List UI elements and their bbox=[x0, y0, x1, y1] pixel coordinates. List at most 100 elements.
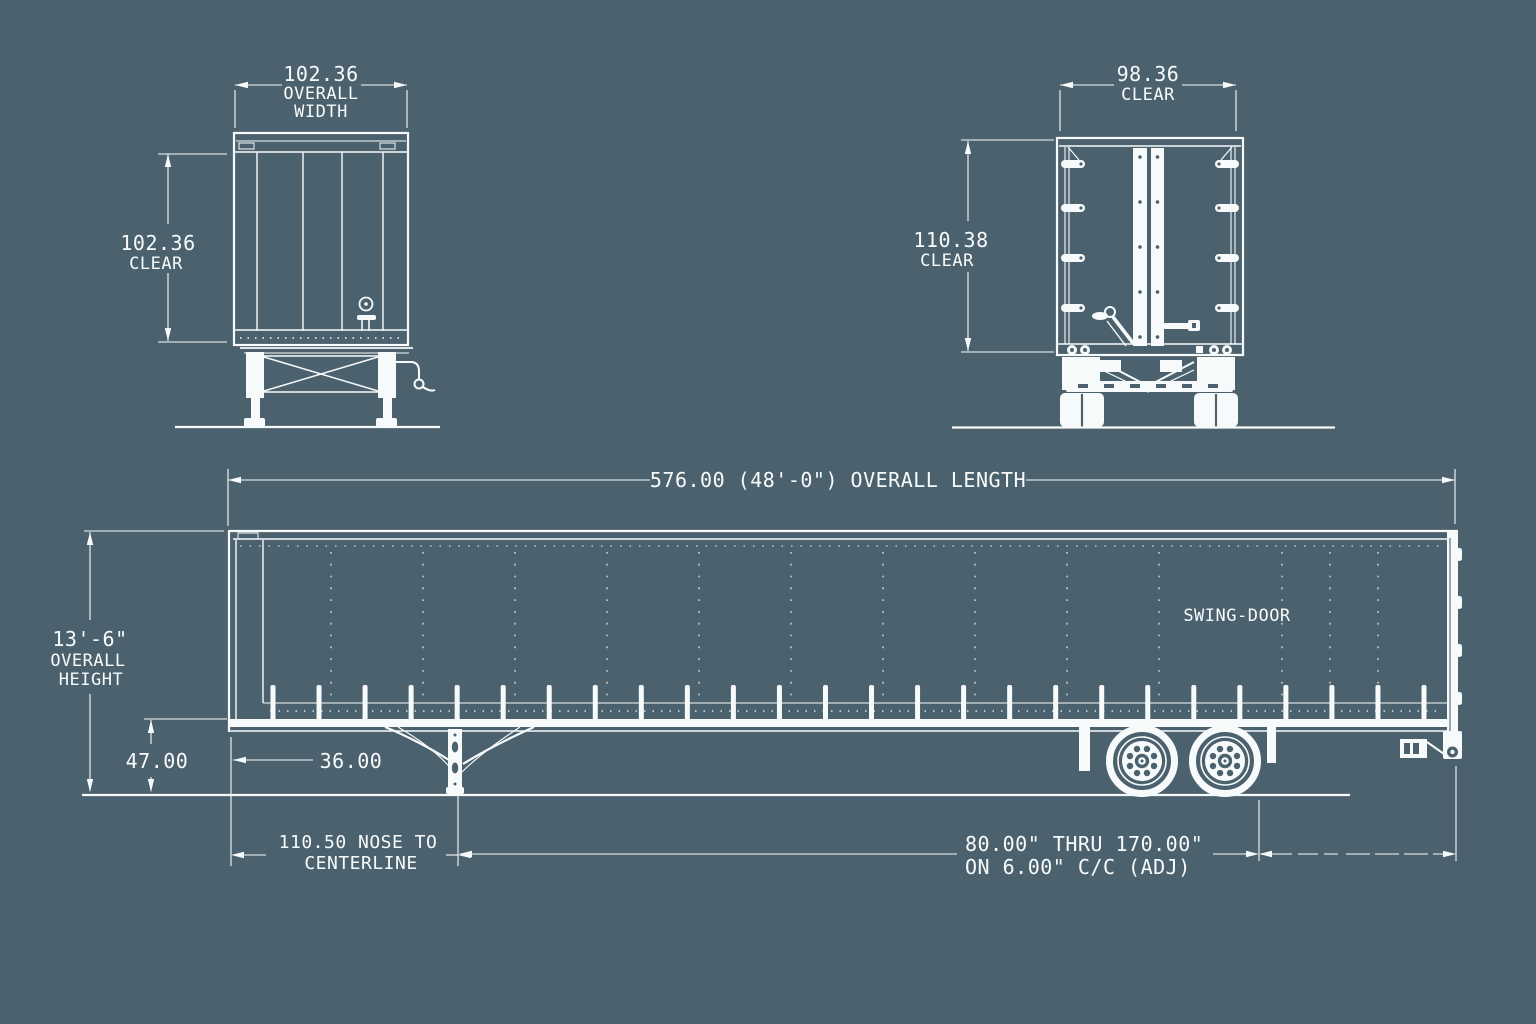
dim-overall-height: 13'-6" OVERALL HEIGHT bbox=[50, 530, 224, 792]
hinge-pin bbox=[1079, 206, 1083, 210]
swing-door-label: SWING-DOOR bbox=[1183, 606, 1291, 626]
dim-text: HEIGHT bbox=[59, 670, 123, 690]
dim-nose-to-centerline: 110.50 NOSE TO CENTERLINE bbox=[231, 795, 471, 874]
rear-bumper-bar bbox=[1066, 381, 1233, 392]
hinge-left bbox=[1061, 160, 1085, 168]
stake-post bbox=[1007, 685, 1013, 721]
lug-hole bbox=[1126, 762, 1134, 770]
wheel bbox=[1189, 725, 1261, 797]
crank-handle bbox=[396, 361, 436, 392]
door-hinges bbox=[1061, 160, 1239, 312]
stake-post bbox=[362, 685, 368, 721]
dim-text: 576.00 (48'-0") OVERALL LENGTH bbox=[650, 468, 1026, 492]
tandem-suspension bbox=[1079, 727, 1276, 771]
tire bbox=[1189, 725, 1261, 797]
lug-hole bbox=[1216, 769, 1224, 777]
stake-post bbox=[1053, 685, 1059, 721]
glad-hand-connector bbox=[357, 296, 376, 331]
post-hinge bbox=[1456, 644, 1462, 657]
lug-hole bbox=[1226, 769, 1234, 777]
front-view bbox=[175, 131, 440, 429]
bumper-slot bbox=[1104, 384, 1114, 388]
dim-text: OVERALL bbox=[50, 651, 125, 671]
bumper-slot bbox=[1182, 384, 1192, 388]
stake-post bbox=[961, 685, 967, 721]
stake-post bbox=[776, 685, 782, 721]
rivet bbox=[1155, 200, 1160, 204]
rivet bbox=[1138, 335, 1142, 339]
stake-post bbox=[1329, 685, 1335, 721]
lug-hole bbox=[1150, 762, 1158, 770]
stake-post bbox=[316, 685, 322, 721]
bumper-slot bbox=[1208, 384, 1218, 388]
dim-kingpin: 36.00 bbox=[230, 737, 383, 866]
lug-hole bbox=[1133, 745, 1141, 753]
hinge-pin bbox=[1217, 162, 1221, 166]
lug-hole bbox=[1226, 745, 1234, 753]
hinge-left bbox=[1061, 204, 1085, 212]
hinge-pin bbox=[1217, 206, 1221, 210]
stake-post bbox=[500, 685, 506, 721]
side-view: SWING-DOOR bbox=[82, 529, 1462, 797]
dim-text: 80.00" THRU 170.00" bbox=[965, 832, 1203, 856]
dim-text: WIDTH bbox=[294, 102, 348, 122]
hinge-right bbox=[1215, 160, 1239, 168]
rivet bbox=[1138, 200, 1142, 204]
door-handle-right bbox=[1161, 320, 1200, 331]
roof-corner-detail bbox=[238, 142, 255, 150]
panel-seam-dotted-lines bbox=[330, 552, 1379, 698]
rivet bbox=[1138, 155, 1142, 159]
lug-hole bbox=[1150, 752, 1158, 760]
rear-underbody bbox=[1062, 357, 1235, 393]
front-panel-seams bbox=[256, 152, 384, 331]
hub-dot bbox=[1140, 759, 1144, 763]
lug-hole bbox=[1126, 752, 1134, 760]
rivet bbox=[1155, 335, 1160, 339]
lug-hole bbox=[1143, 745, 1151, 753]
rear-view bbox=[952, 136, 1335, 429]
stake-post bbox=[684, 685, 690, 721]
rivet bbox=[1155, 290, 1160, 294]
rear-bumper-side bbox=[1400, 739, 1445, 758]
stake-post bbox=[546, 685, 552, 721]
rivet bbox=[1155, 245, 1160, 249]
lug-hole bbox=[1209, 752, 1217, 760]
hinge-pin bbox=[1079, 162, 1083, 166]
hinge-right bbox=[1215, 304, 1239, 312]
corner-gusset bbox=[1220, 146, 1233, 161]
stake-post bbox=[869, 685, 875, 721]
roof-corner-detail bbox=[379, 142, 396, 150]
dim-text: 47.00 bbox=[126, 749, 189, 773]
hinge-pin bbox=[1079, 306, 1083, 310]
stake-posts bbox=[270, 685, 1427, 721]
dim-text: CLEAR bbox=[1121, 85, 1175, 105]
post-hinge bbox=[1456, 692, 1462, 705]
dim-text: 36.00 bbox=[320, 749, 383, 773]
stake-post bbox=[638, 685, 644, 721]
dim-text: 98.36 bbox=[1117, 62, 1180, 86]
dim-text: 110.50 NOSE TO bbox=[279, 832, 438, 853]
wheel bbox=[1106, 725, 1178, 797]
lug-hole bbox=[1233, 752, 1241, 760]
bumper-slot bbox=[1156, 384, 1166, 388]
rivet bbox=[1138, 245, 1142, 249]
lug-hole bbox=[1133, 769, 1141, 777]
dim-text: ON 6.00" C/C (ADJ) bbox=[965, 855, 1191, 879]
hinge-pin bbox=[1217, 306, 1221, 310]
rear-tires bbox=[1060, 393, 1238, 427]
stake-post bbox=[454, 685, 460, 721]
hinge-pin bbox=[1079, 256, 1083, 260]
landing-gear-side bbox=[384, 725, 535, 794]
hub-dot bbox=[1223, 759, 1227, 763]
dim-text: 102.36 bbox=[283, 62, 358, 86]
lug-hole bbox=[1143, 769, 1151, 777]
bumper-slot bbox=[1130, 384, 1140, 388]
post-hinge bbox=[1456, 548, 1462, 561]
bumper-slot bbox=[1078, 384, 1088, 388]
stake-post bbox=[408, 685, 414, 721]
dim-text: CLEAR bbox=[920, 251, 974, 271]
rim-ring bbox=[1200, 736, 1250, 786]
rivet bbox=[1138, 290, 1142, 294]
